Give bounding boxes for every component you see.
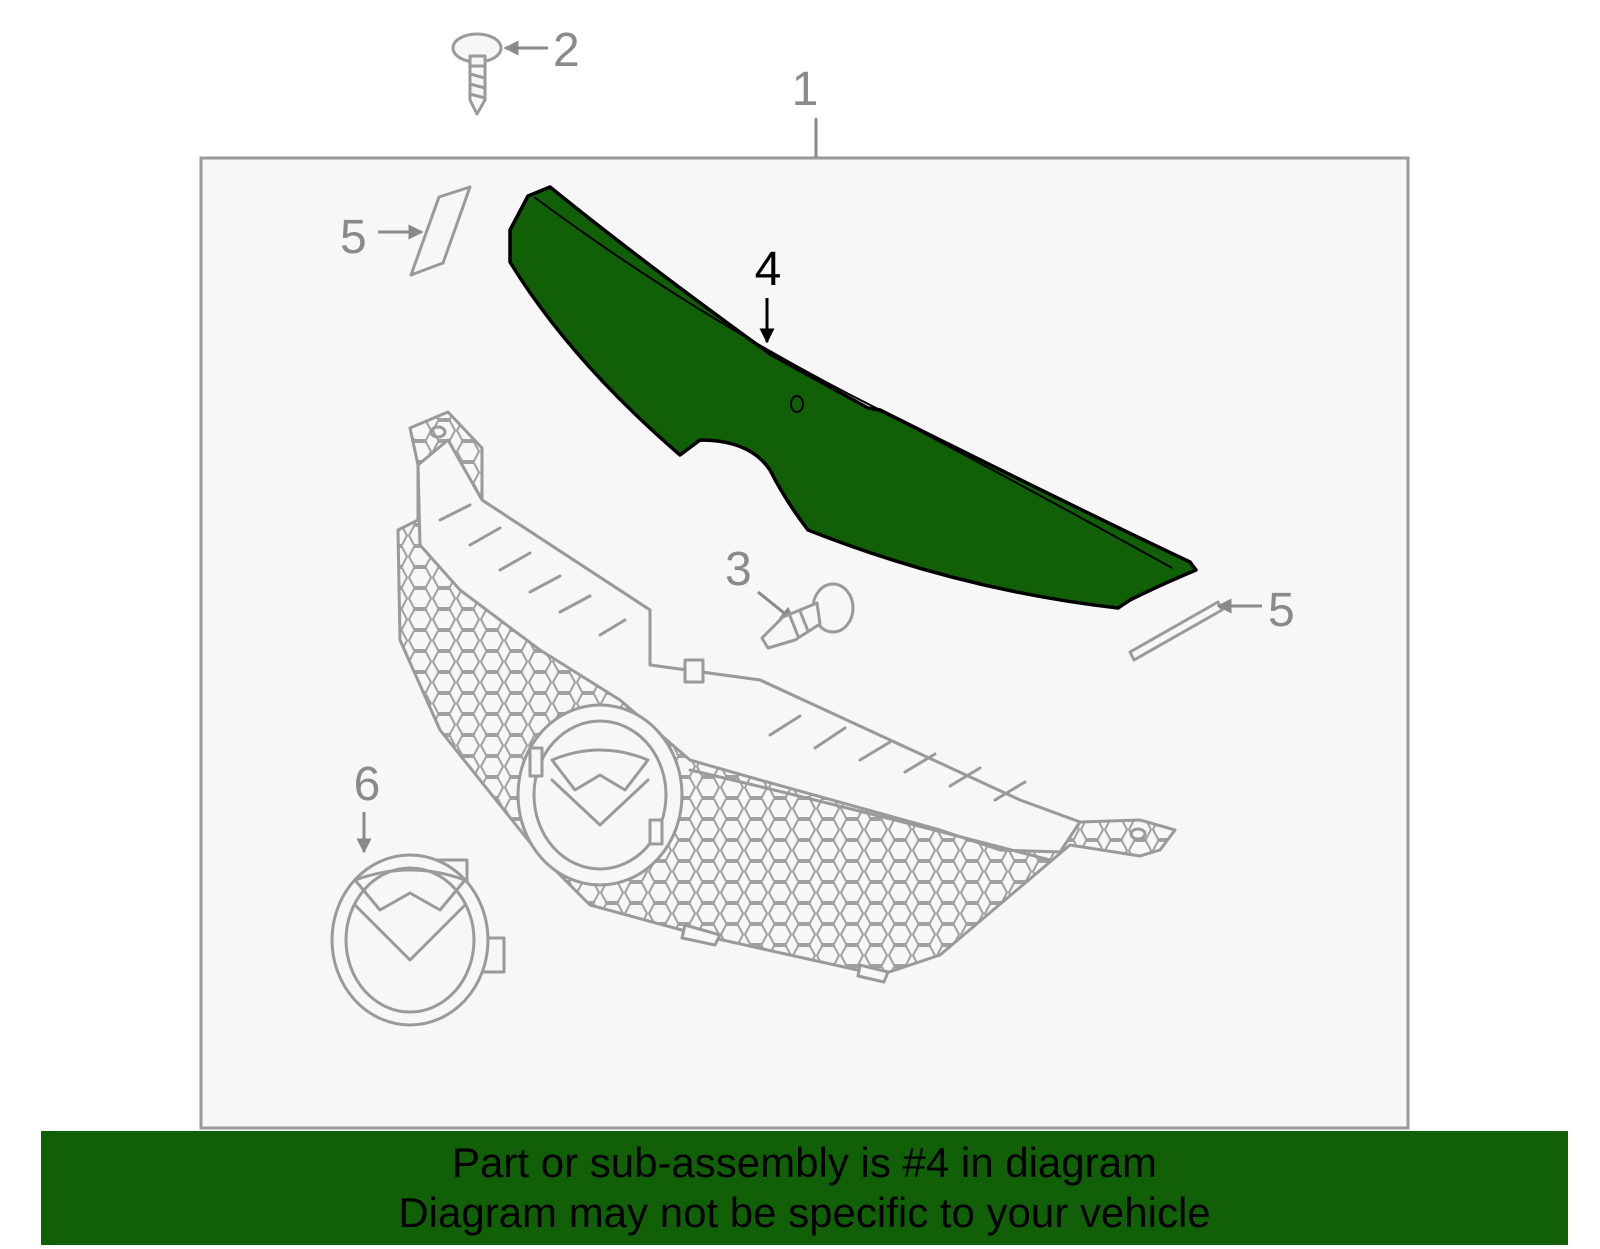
callout-4-label: 4	[755, 243, 782, 296]
part-3-clip: 3	[725, 543, 855, 650]
callout-5b-label: 5	[1268, 584, 1295, 637]
part-2-screw: 2	[451, 24, 580, 116]
callout-1: 1	[792, 63, 819, 158]
part-4-shape	[508, 185, 1198, 610]
callout-5a-label: 5	[340, 211, 367, 264]
footer-line-2: Diagram may not be specific to your vehi…	[398, 1189, 1211, 1236]
part-5-right: 5	[1128, 584, 1295, 662]
callout-3-label: 3	[725, 543, 752, 596]
footer-line-1: Part or sub-assembly is #4 in diagram	[452, 1139, 1157, 1186]
grille-assembly	[396, 410, 1177, 984]
callout-6-label: 6	[354, 758, 381, 811]
part-4-molding: 4	[508, 185, 1198, 610]
footer-banner: Part or sub-assembly is #4 in diagram Di…	[41, 1131, 1568, 1245]
part-6-emblem: 6	[330, 758, 506, 1027]
callout-1-label: 1	[792, 63, 819, 116]
callout-2-label: 2	[553, 24, 580, 77]
part-5-left: 5	[340, 185, 472, 277]
